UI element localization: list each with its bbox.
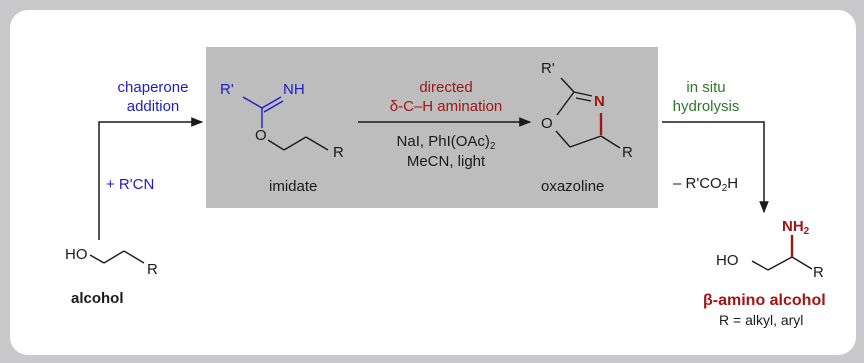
- oxazoline-bonds: [555, 77, 621, 149]
- in-situ-label: in situ: [686, 79, 726, 96]
- imidate-bonds: [242, 96, 329, 151]
- oxazoline-n: N: [594, 93, 605, 110]
- alcohol-ho: HO: [65, 246, 88, 263]
- intermediate-panel: [206, 47, 658, 208]
- oxazoline-o: O: [541, 115, 553, 132]
- oxazoline-r-prime: R': [541, 60, 555, 77]
- imidate-o: O: [255, 127, 267, 144]
- reagents-line2: MeCN, light: [406, 153, 486, 170]
- imidate-nh: NH: [283, 81, 305, 98]
- chaperone-label: chaperone: [117, 79, 189, 96]
- hydrolysis-label: hydrolysis: [672, 98, 740, 115]
- imidate-label: imidate: [269, 178, 318, 195]
- alcohol-r: R: [147, 261, 158, 278]
- amination-label: δ-C–H amination: [389, 98, 503, 115]
- reagents-line1: NaI, PhI(OAc)2: [396, 133, 496, 152]
- oxazoline-r: R: [622, 144, 633, 161]
- product-nh2: NH2: [782, 218, 810, 237]
- product-ho: HO: [716, 252, 739, 269]
- arrow-hydrolysis: [662, 121, 769, 214]
- product-r: R: [813, 264, 824, 281]
- directed-label: directed: [419, 79, 473, 96]
- addition-label: addition: [126, 98, 180, 115]
- alcohol-label: alcohol: [71, 290, 124, 307]
- byproduct-label: – R'CO2H: [673, 175, 739, 194]
- oxazoline-label: oxazoline: [541, 178, 605, 195]
- arrow-chaperone-addition: [98, 117, 204, 240]
- reagent-rcn: + R'CN: [106, 176, 155, 193]
- product-label: β-amino alcohol: [703, 292, 826, 309]
- imidate-r: R: [333, 144, 344, 161]
- product-bonds: [751, 235, 813, 271]
- product-r-definition: R = alkyl, aryl: [719, 312, 804, 328]
- alcohol-bonds: [89, 250, 145, 264]
- imidate-r-prime: R': [220, 81, 234, 98]
